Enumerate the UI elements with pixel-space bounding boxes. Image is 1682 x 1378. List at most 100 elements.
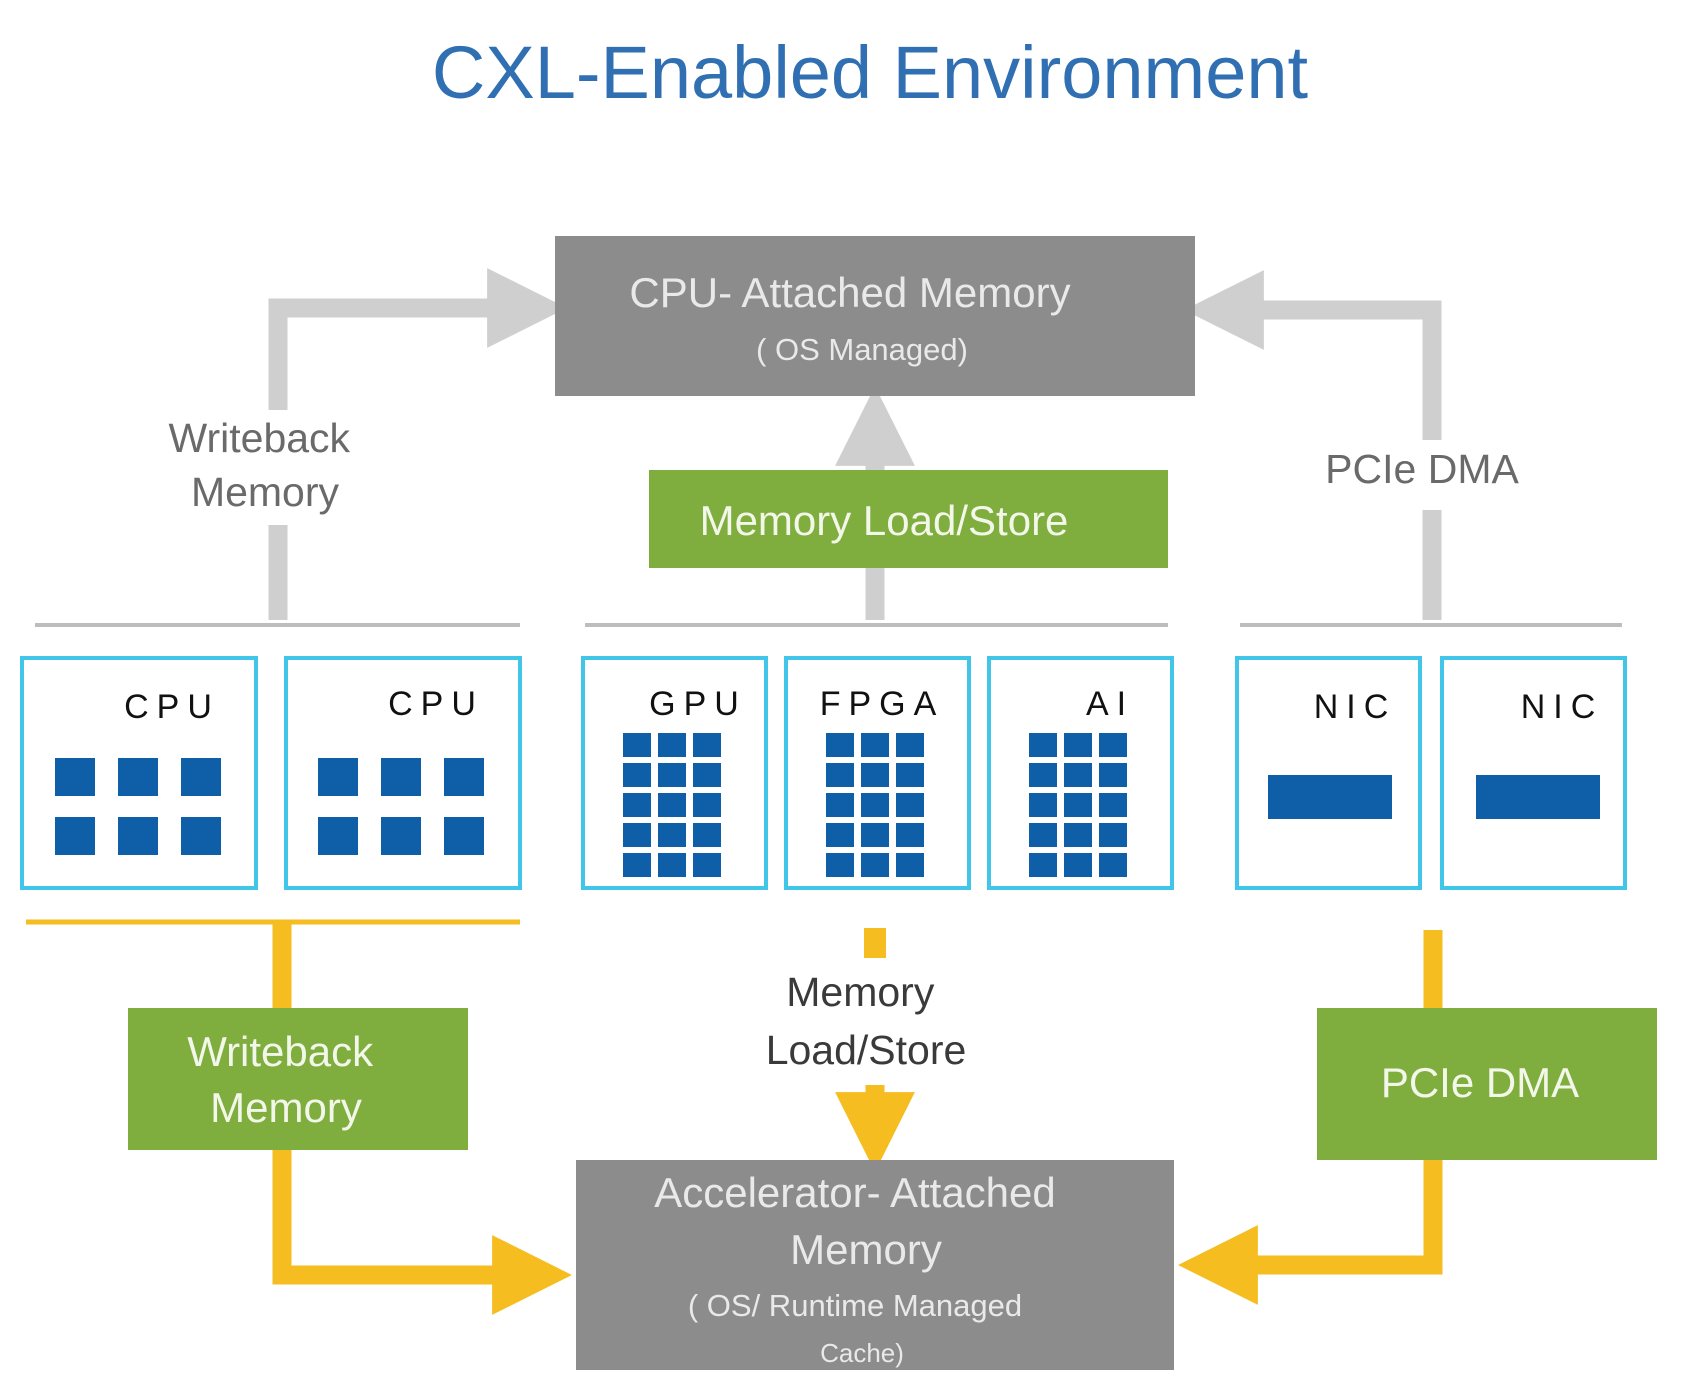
core-cell xyxy=(1064,793,1092,817)
core-cell xyxy=(623,853,651,877)
accelerator-memory-box xyxy=(576,1160,1174,1370)
core-cell xyxy=(1029,823,1057,847)
core-cell xyxy=(623,763,651,787)
accelerator-memory-line3: ( OS/ Runtime Managed xyxy=(688,1288,1022,1323)
nic-2-label: NIC xyxy=(1521,688,1604,726)
core-cell xyxy=(623,793,651,817)
nic-2-port-icon xyxy=(1476,775,1600,819)
gpu-cores-icon xyxy=(623,733,721,877)
core-cell xyxy=(826,823,854,847)
core-cell xyxy=(826,853,854,877)
accelerator-attached-memory: Accelerator- Attached Memory ( OS/ Runti… xyxy=(576,1160,1174,1370)
cpu-2-cores-icon xyxy=(318,758,484,855)
core-cell xyxy=(1099,733,1127,757)
top-writeback-line2: Memory xyxy=(191,469,340,515)
gpu-label: GPU xyxy=(649,685,747,723)
core-cell xyxy=(1064,763,1092,787)
nic-1-port-icon xyxy=(1268,775,1392,819)
cpu-memory-title: CPU- Attached Memory xyxy=(629,269,1070,316)
bottom-writeback-memory: Writeback Memory xyxy=(128,1008,468,1150)
ai-cores-icon xyxy=(1029,733,1127,877)
bottom-memory-load-store-line2: Load/Store xyxy=(766,1027,967,1073)
core-cell xyxy=(896,823,924,847)
cpu-2-label: CPU xyxy=(388,685,484,723)
core-cell xyxy=(1029,793,1057,817)
core-cell xyxy=(623,823,651,847)
core-cell xyxy=(693,853,721,877)
devices: CPU CPU xyxy=(20,656,1627,890)
core-cell xyxy=(1029,853,1057,877)
core-cell xyxy=(861,823,889,847)
accelerator-memory-line1: Accelerator- Attached xyxy=(654,1169,1056,1216)
cpu-attached-memory: CPU- Attached Memory ( OS Managed) xyxy=(555,236,1195,396)
device-gpu: GPU xyxy=(581,656,768,890)
device-nic-1: NIC xyxy=(1235,656,1422,890)
accelerator-memory-line4: Cache) xyxy=(820,1338,904,1368)
core-cell xyxy=(896,733,924,757)
top-writeback-label: Writeback Memory xyxy=(169,415,362,515)
pcie-label-bg xyxy=(1300,440,1560,510)
cpu-1-label: CPU xyxy=(124,688,220,726)
core-cell xyxy=(1099,823,1127,847)
core-cell xyxy=(693,823,721,847)
bottom-pcie-dma: PCIe DMA xyxy=(1317,1008,1657,1160)
core-cell xyxy=(861,853,889,877)
bottom-memory-load-store-label: Memory Load/Store xyxy=(766,969,967,1073)
core-cell xyxy=(826,733,854,757)
core-cell xyxy=(1099,763,1127,787)
cpu-memory-box xyxy=(555,236,1195,396)
bottom-writeback-label: Writeback Memory xyxy=(187,1028,385,1131)
device-fpga: FPGA xyxy=(784,656,971,890)
core-cell xyxy=(896,853,924,877)
top-memory-load-store-label: Memory Load/Store xyxy=(700,497,1069,544)
core-cell xyxy=(693,733,721,757)
core-cell xyxy=(861,733,889,757)
device-ai: AI xyxy=(987,656,1174,890)
device-cpu-2: CPU xyxy=(284,656,522,890)
nic-2-box xyxy=(1440,656,1627,890)
nic-1-box xyxy=(1235,656,1422,890)
core-cell xyxy=(896,793,924,817)
core-cell xyxy=(1029,763,1057,787)
core-cell xyxy=(826,793,854,817)
fpga-cores-icon xyxy=(826,733,924,877)
top-writeback-line1: Writeback xyxy=(169,415,351,461)
bottom-pcie-dma-label: PCIe DMA xyxy=(1381,1059,1579,1106)
core-cell xyxy=(658,853,686,877)
core-cell xyxy=(693,793,721,817)
core-cell xyxy=(1064,823,1092,847)
pcie-dma-arrow-up xyxy=(1184,270,1442,620)
fpga-label: FPGA xyxy=(820,685,945,723)
top-memory-load-store: Memory Load/Store xyxy=(649,470,1168,568)
bottom-pcie-dma-box xyxy=(1317,1008,1657,1160)
core-cell xyxy=(861,763,889,787)
accelerator-memory-line2: Memory xyxy=(790,1226,942,1273)
core-cell xyxy=(826,763,854,787)
core-cell xyxy=(1099,793,1127,817)
cpu-1-cores-icon xyxy=(55,758,221,855)
core-cell xyxy=(658,793,686,817)
ai-label: AI xyxy=(1086,685,1134,723)
top-pcie-dma-label: PCIe DMA xyxy=(1325,446,1519,492)
cpu-memory-subtitle: ( OS Managed) xyxy=(756,332,968,367)
bottom-memory-load-store-line1: Memory xyxy=(786,969,935,1015)
core-cell xyxy=(1029,733,1057,757)
core-cell xyxy=(1064,733,1092,757)
core-cell xyxy=(658,733,686,757)
nic-1-label: NIC xyxy=(1314,688,1397,726)
writeback-label-bg xyxy=(140,410,390,525)
bottom-writeback-line2: Memory xyxy=(210,1084,362,1131)
bottom-writeback-box xyxy=(128,1008,468,1150)
page-title: CXL-Enabled Environment xyxy=(432,31,1309,114)
core-cell xyxy=(896,763,924,787)
bottom-writeback-line1: Writeback xyxy=(187,1028,374,1075)
core-cell xyxy=(658,763,686,787)
core-cell xyxy=(1064,853,1092,877)
core-cell xyxy=(693,763,721,787)
core-cell xyxy=(658,823,686,847)
device-cpu-1: CPU xyxy=(20,656,258,890)
top-memory-load-store-box xyxy=(649,470,1168,568)
device-nic-2: NIC xyxy=(1440,656,1627,890)
core-cell xyxy=(1099,853,1127,877)
